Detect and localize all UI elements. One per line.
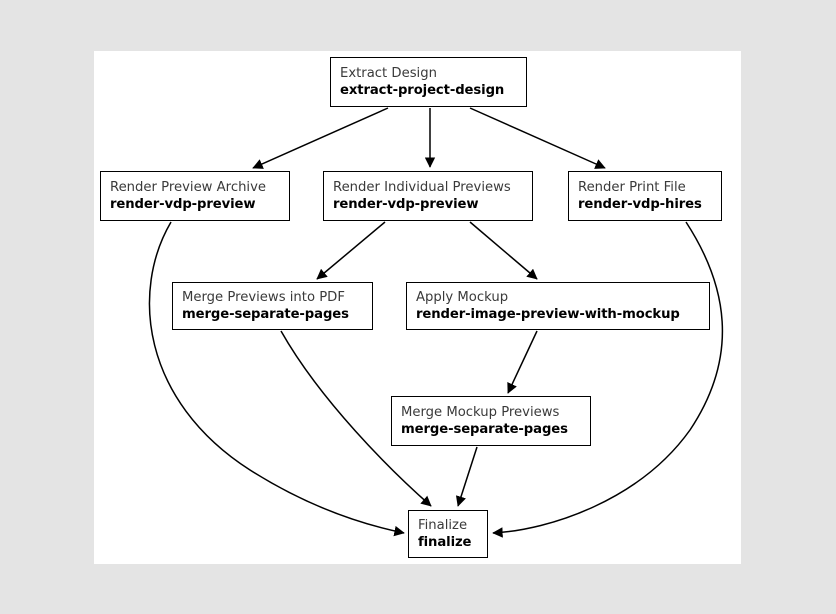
node-render-print-file[interactable]: Render Print File render-vdp-hires bbox=[568, 171, 722, 221]
node-command: merge-separate-pages bbox=[401, 421, 568, 437]
node-title: Merge Previews into PDF bbox=[182, 289, 345, 305]
node-command: render-image-preview-with-mockup bbox=[416, 306, 680, 322]
node-title: Render Individual Previews bbox=[333, 179, 511, 195]
node-render-preview-archive[interactable]: Render Preview Archive render-vdp-previe… bbox=[100, 171, 290, 221]
node-command: render-vdp-preview bbox=[110, 196, 256, 212]
node-merge-previews-into-pdf[interactable]: Merge Previews into PDF merge-separate-p… bbox=[172, 282, 373, 330]
node-finalize[interactable]: Finalize finalize bbox=[408, 510, 488, 558]
node-title: Render Print File bbox=[578, 179, 686, 195]
node-render-individual-previews[interactable]: Render Individual Previews render-vdp-pr… bbox=[323, 171, 533, 221]
node-merge-mockup-previews[interactable]: Merge Mockup Previews merge-separate-pag… bbox=[391, 396, 591, 446]
node-command: render-vdp-preview bbox=[333, 196, 479, 212]
node-command: merge-separate-pages bbox=[182, 306, 349, 322]
node-command: finalize bbox=[418, 534, 472, 550]
node-command: extract-project-design bbox=[340, 82, 505, 98]
node-title: Render Preview Archive bbox=[110, 179, 267, 195]
node-title: Extract Design bbox=[340, 65, 437, 81]
node-command: render-vdp-hires bbox=[578, 196, 702, 212]
node-title: Apply Mockup bbox=[416, 289, 509, 305]
node-title: Finalize bbox=[418, 517, 468, 533]
node-extract-design[interactable]: Extract Design extract-project-design bbox=[330, 57, 527, 107]
node-apply-mockup[interactable]: Apply Mockup render-image-preview-with-m… bbox=[406, 282, 710, 330]
node-title: Merge Mockup Previews bbox=[401, 404, 560, 420]
